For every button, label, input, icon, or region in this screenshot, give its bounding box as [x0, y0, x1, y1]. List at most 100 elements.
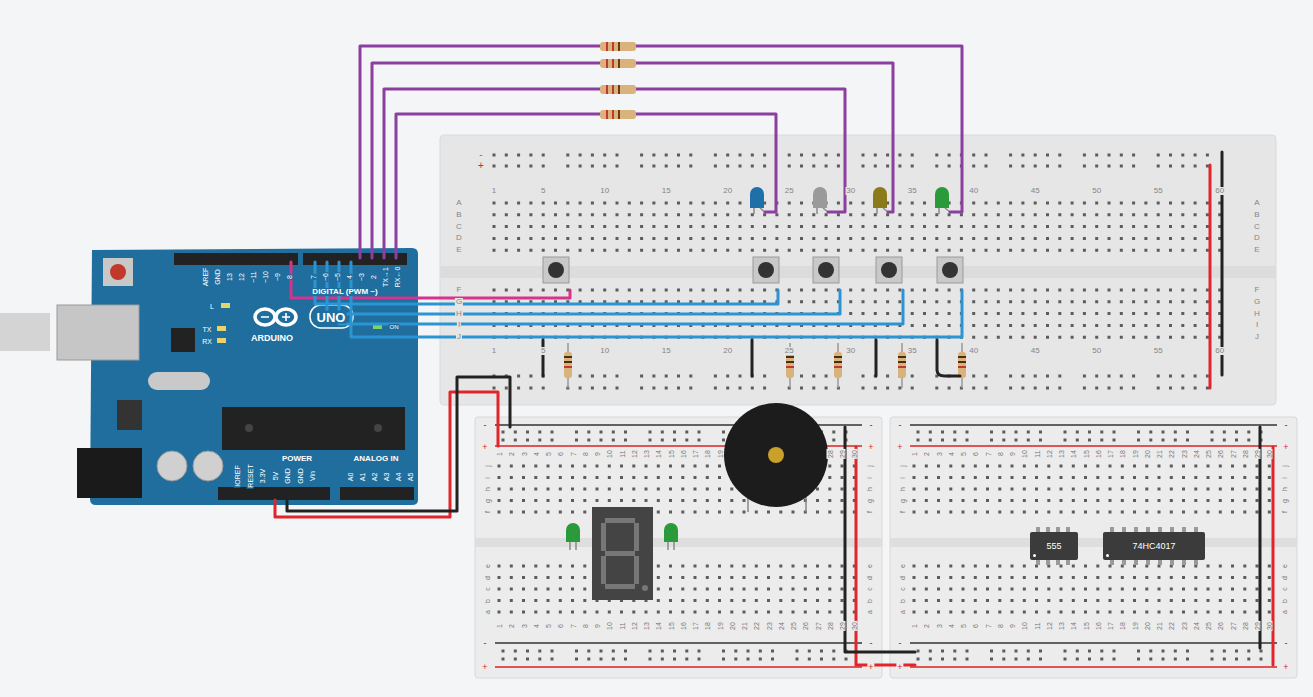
row-letter: E [455, 246, 462, 254]
breadboard-number: 27 [814, 621, 821, 631]
rail-sign: - [898, 421, 903, 430]
breadboard-number: 15 [1082, 449, 1089, 459]
breadboard-number: 20 [1143, 449, 1150, 459]
breadboard-number: 6 [972, 451, 979, 457]
breadboard-number: 17 [1107, 621, 1114, 631]
pin-header [174, 253, 298, 265]
pin-label: 8 [286, 274, 293, 280]
pin-label: RX←0 [394, 266, 401, 289]
row-letter: h [484, 486, 491, 492]
row-letter: h [1281, 486, 1288, 492]
buzzer [768, 447, 784, 463]
crystal [148, 372, 210, 390]
pin-label: ~10 [262, 270, 269, 284]
pin-label: A3 [383, 472, 390, 483]
pin-label: AREF [202, 267, 209, 288]
breadboard-number: 25 [1205, 449, 1212, 459]
seven-segment-display [592, 507, 653, 600]
breadboard-number: 15 [667, 449, 674, 459]
rail-sign: + [896, 443, 903, 452]
breadboard-number: 10 [599, 187, 610, 195]
row-letter: b [899, 598, 906, 604]
regulator [117, 400, 142, 430]
breadboard-number: 13 [1058, 621, 1065, 631]
breadboard-number: 3 [520, 451, 527, 457]
breadboard-number: 29 [839, 621, 846, 631]
breadboard-number: 18 [1119, 621, 1126, 631]
rail-sign: - [1284, 421, 1289, 430]
breadboard-number: 2 [923, 623, 930, 629]
brand-name: ARDUINO [250, 334, 294, 343]
header-title: DIGITAL (PWM ~) [311, 288, 378, 296]
breadboard-number: 10 [606, 621, 613, 631]
rail-sign: - [483, 639, 488, 648]
breadboard [440, 135, 1276, 405]
row-letter: d [899, 575, 906, 581]
row-letter: j [1281, 464, 1288, 468]
row-letter: a [484, 609, 491, 615]
breadboard-number: 2 [508, 451, 515, 457]
usb-chip [171, 328, 195, 352]
breadboard-number: 12 [1045, 621, 1052, 631]
pin-label: A5 [407, 472, 414, 483]
breadboard-number: 19 [1131, 621, 1138, 631]
breadboard-number: 22 [1168, 621, 1175, 631]
rail-lines [495, 425, 1277, 667]
breadboard-number: 55 [1153, 347, 1164, 355]
pin-label: Vin [309, 470, 316, 482]
breadboard-number: 1 [911, 451, 918, 457]
rail-sign: + [1282, 663, 1289, 672]
breadboard-number: 40 [968, 187, 979, 195]
pin-label: TX→1 [382, 266, 389, 288]
rail-sign: - [869, 639, 874, 648]
breadboard [890, 417, 1297, 678]
breadboard-number: 5 [545, 451, 552, 457]
breadboard-number: 12 [1045, 449, 1052, 459]
pin-label: A0 [347, 472, 354, 483]
breadboard-number: 13 [643, 449, 650, 459]
logo [255, 309, 296, 325]
pin-label: GND [284, 467, 291, 485]
breadboard-number: 12 [630, 449, 637, 459]
breadboard-number: 6 [972, 623, 979, 629]
row-letter: g [899, 498, 906, 504]
pin-label: 3.3V [259, 468, 266, 484]
breadboard-number: 25 [1205, 621, 1212, 631]
row-letter: c [484, 586, 491, 592]
logo-text: UNO [316, 311, 347, 324]
breadboard-number: 26 [1217, 621, 1224, 631]
breadboard-number: 25 [784, 187, 795, 195]
row-letter: j [866, 464, 873, 468]
breadboard-number: 1 [491, 187, 497, 195]
led [566, 523, 678, 542]
breadboard-number: 45 [1030, 187, 1041, 195]
pin-header [303, 253, 407, 265]
pin-label: A4 [395, 472, 402, 483]
row-letter: A [455, 199, 462, 207]
breadboard-number: 26 [1217, 449, 1224, 459]
breadboard-number: 29 [839, 449, 846, 459]
ic-chip: 555 [1030, 532, 1078, 560]
usb-port [57, 305, 139, 360]
breadboard-number: 4 [532, 451, 539, 457]
led-label: L [209, 303, 215, 310]
breadboard-number: 29 [1254, 449, 1261, 459]
row-letter: H [455, 310, 463, 318]
breadboard-number: 35 [907, 187, 918, 195]
row-letter: i [484, 476, 491, 480]
breadboard-number: 20 [728, 621, 735, 631]
pin-label: 12 [238, 272, 245, 282]
board-led [221, 303, 230, 308]
row-letter: e [866, 563, 873, 569]
breadboard-number: 18 [1119, 449, 1126, 459]
breadboard-number: 21 [1156, 621, 1163, 631]
pin-label: A1 [359, 472, 366, 483]
breadboard-number: 22 [1168, 449, 1175, 459]
breadboard-number: 23 [1180, 449, 1187, 459]
breadboard-number: 4 [947, 451, 954, 457]
breadboard-number: 3 [935, 451, 942, 457]
breadboard-number: 45 [1030, 347, 1041, 355]
row-letter: f [484, 510, 491, 514]
led-label: TX [202, 326, 213, 333]
breadboard-number: 30 [845, 187, 856, 195]
